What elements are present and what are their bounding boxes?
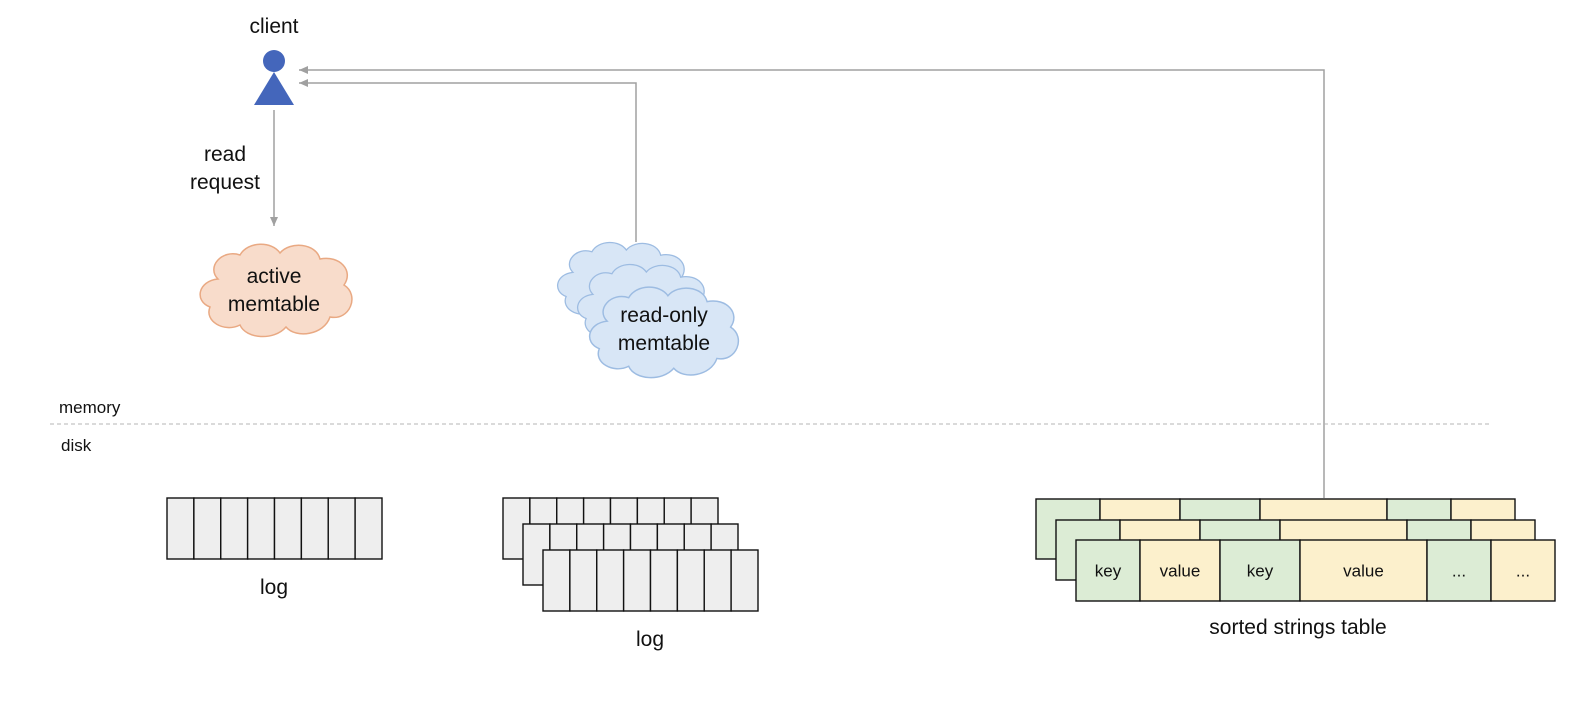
active-memtable-line1: active (247, 265, 302, 288)
log-strip (166, 497, 383, 560)
read-request-label-line2: request (190, 171, 260, 194)
key-cell (1075, 539, 1141, 602)
log-cell (300, 497, 329, 560)
log-cell (327, 497, 356, 560)
readonly-memtable-line1: read-only (620, 304, 708, 327)
readonly-memtable-line2: memtable (618, 332, 710, 355)
client-icon (254, 50, 294, 105)
active-memtable-line2: memtable (228, 293, 320, 316)
log-cell (273, 497, 303, 560)
sstable-stack: key value key value...... (1035, 498, 1556, 602)
log-cell (676, 549, 705, 612)
key-cell (1219, 539, 1301, 602)
sstable-cell-text: key (1247, 562, 1274, 581)
log-cell (622, 549, 652, 612)
sstable-cell-text: ... (1516, 562, 1530, 581)
log-single (166, 497, 383, 560)
log-strip-front (542, 549, 759, 612)
log-cell (596, 549, 625, 612)
log-cell (569, 549, 598, 612)
sstable-cell-text: value (1160, 562, 1201, 581)
memtable-response-arrow (299, 79, 637, 242)
client-label: client (249, 15, 298, 38)
disk-region-label: disk (61, 436, 92, 455)
log-cell (730, 549, 759, 612)
key-cell (1426, 539, 1492, 602)
memory-region-label: memory (59, 398, 121, 417)
sstable-cell-text: ... (1452, 562, 1466, 581)
sstable-cell-text: key (1095, 562, 1122, 581)
log-cell (703, 549, 732, 612)
active-memtable-cloud: active memtable (199, 243, 353, 338)
log-stack (502, 497, 759, 612)
log-single-label: log (260, 576, 288, 599)
read-request-label-line1: read (204, 143, 246, 166)
log-cell (354, 497, 383, 560)
readonly-memtable-stack: read-only memtable (556, 241, 740, 379)
sstable-row-front: key value key value...... (1075, 539, 1556, 602)
sstable-label: sorted strings table (1209, 616, 1386, 639)
log-cell (246, 497, 276, 560)
value-cell (1490, 539, 1556, 602)
value-cell (1139, 539, 1221, 602)
sstable-cell-text: value (1343, 562, 1384, 581)
log-cell (193, 497, 222, 560)
log-cell (166, 497, 195, 560)
log-cell (649, 549, 679, 612)
sstable-response-arrow (299, 66, 1325, 498)
log-cell (220, 497, 249, 560)
log-stack-label: log (636, 628, 664, 651)
log-cell (542, 549, 571, 612)
value-cell (1299, 539, 1428, 602)
